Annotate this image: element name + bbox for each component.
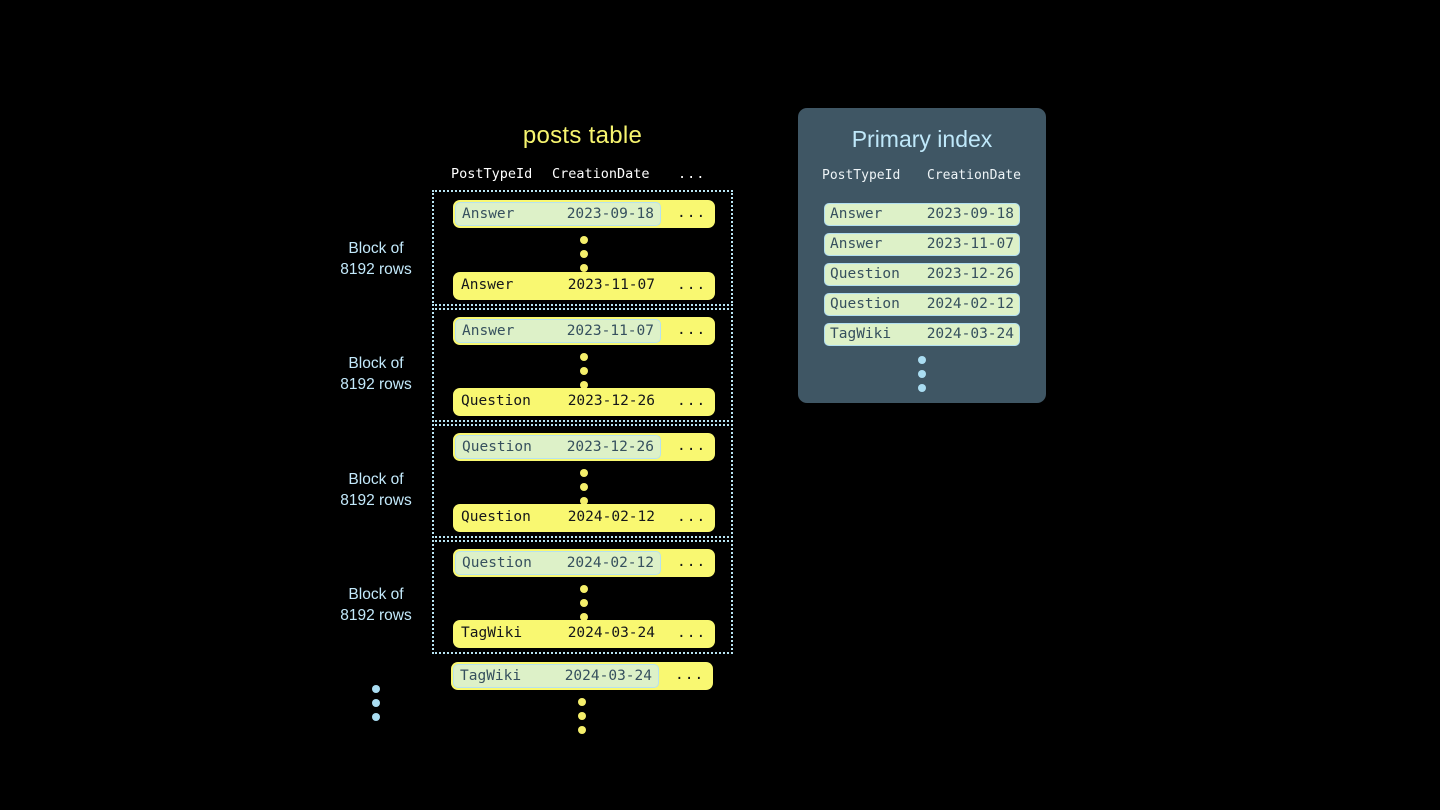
row-key-cells: Question 2023-12-26	[455, 390, 661, 414]
block-label-4: Block of 8192 rows	[316, 585, 436, 626]
cell-posttypeid: TagWiki	[461, 625, 523, 641]
table-row: Question 2023-12-26 ...	[453, 433, 715, 461]
index-entry: Answer 2023-09-18	[824, 203, 1020, 226]
cell-more: ...	[675, 667, 705, 683]
row-key-cells: Answer 2023-11-07	[455, 274, 661, 298]
column-header-creationdate: CreationDate	[552, 166, 650, 182]
cell-creationdate: 2023-12-26	[926, 266, 1014, 282]
cell-more: ...	[677, 322, 707, 338]
column-header-creationdate: CreationDate	[927, 168, 1021, 183]
cell-posttypeid: Answer	[462, 323, 515, 339]
block-label-line1: Block of	[348, 240, 404, 257]
cell-posttypeid: Question	[830, 296, 900, 312]
cell-creationdate: 2024-03-24	[926, 326, 1014, 342]
cell-posttypeid: Answer	[461, 277, 514, 293]
cell-posttypeid: Question	[830, 266, 900, 282]
cell-posttypeid: Question	[461, 393, 531, 409]
cell-creationdate: 2023-11-07	[567, 277, 655, 293]
cell-creationdate: 2024-03-24	[567, 625, 655, 641]
table-row: Question 2023-12-26 ...	[453, 388, 715, 416]
table-row: Answer 2023-09-18 ...	[453, 200, 715, 228]
cell-creationdate: 2024-02-12	[926, 296, 1014, 312]
row-ellipsis-dots	[577, 469, 591, 505]
block-1: Answer 2023-09-18 ... Answer 2023-11-07 …	[432, 190, 733, 306]
cell-more: ...	[677, 438, 707, 454]
cell-more: ...	[677, 393, 707, 409]
primary-index-title: Primary index	[851, 126, 993, 152]
cell-posttypeid: TagWiki	[830, 326, 892, 342]
cell-creationdate: 2024-03-24	[564, 668, 652, 684]
row-ellipsis-dots	[577, 353, 591, 389]
cell-posttypeid: TagWiki	[460, 668, 522, 684]
cell-creationdate: 2023-09-18	[926, 206, 1014, 222]
cell-creationdate: 2024-02-12	[567, 509, 655, 525]
cell-more: ...	[677, 277, 707, 293]
cell-posttypeid: Answer	[462, 206, 515, 222]
cell-creationdate: 2023-12-26	[566, 439, 654, 455]
blocks-ellipsis-dots	[369, 685, 383, 721]
table-ellipsis-dots	[575, 698, 589, 734]
block-label-line1: Block of	[348, 355, 404, 372]
block-3: Question 2023-12-26 ... Question 2024-02…	[432, 424, 733, 538]
cell-posttypeid: Question	[461, 509, 531, 525]
index-entry: Answer 2023-11-07	[824, 233, 1020, 256]
cell-more: ...	[677, 509, 707, 525]
primary-index-column-headers: PostTypeId CreationDate	[822, 168, 1022, 188]
cell-posttypeid: Question	[462, 439, 532, 455]
table-row: Answer 2023-11-07 ...	[453, 272, 715, 300]
primary-index-panel: Primary index PostTypeId CreationDate An…	[798, 108, 1046, 403]
block-label-2: Block of 8192 rows	[316, 354, 436, 395]
block-label-line2: 8192 rows	[340, 491, 412, 509]
cell-creationdate: 2023-11-07	[566, 323, 654, 339]
table-row: TagWiki 2024-03-24 ...	[453, 620, 715, 648]
posts-table-column-headers: PostTypeId CreationDate ...	[451, 166, 713, 186]
block-label-3: Block of 8192 rows	[316, 470, 436, 511]
block-label-line1: Block of	[348, 471, 404, 488]
posts-table-title: posts table	[522, 122, 643, 149]
index-entry: Question 2023-12-26	[824, 263, 1020, 286]
row-ellipsis-dots	[577, 236, 591, 272]
block-label-1: Block of 8192 rows	[316, 239, 436, 280]
row-highlight-key: TagWiki 2024-03-24	[453, 664, 659, 688]
block-label-line2: 8192 rows	[340, 260, 412, 278]
cell-posttypeid: Question	[462, 555, 532, 571]
index-ellipsis-dots	[915, 356, 929, 392]
index-entry: TagWiki 2024-03-24	[824, 323, 1020, 346]
row-highlight-key: Answer 2023-11-07	[455, 319, 661, 343]
cell-more: ...	[677, 205, 707, 221]
column-header-posttypeid: PostTypeId	[451, 166, 533, 182]
cell-more: ...	[677, 554, 707, 570]
block-label-line2: 8192 rows	[340, 606, 412, 624]
block-4: Question 2024-02-12 ... TagWiki 2024-03-…	[432, 540, 733, 654]
table-row: Answer 2023-11-07 ...	[453, 317, 715, 345]
column-header-posttypeid: PostTypeId	[822, 168, 901, 183]
table-row: Question 2024-02-12 ...	[453, 549, 715, 577]
row-key-cells: Question 2024-02-12	[455, 506, 661, 530]
cell-posttypeid: Answer	[830, 206, 883, 222]
row-ellipsis-dots	[577, 585, 591, 621]
table-row-trailing: TagWiki 2024-03-24 ...	[451, 662, 713, 690]
cell-creationdate: 2023-09-18	[566, 206, 654, 222]
block-label-line2: 8192 rows	[340, 375, 412, 393]
cell-creationdate: 2023-11-07	[926, 236, 1014, 252]
column-header-more: ...	[678, 166, 706, 182]
block-label-line1: Block of	[348, 586, 404, 603]
row-highlight-key: Answer 2023-09-18	[455, 202, 661, 226]
cell-creationdate: 2023-12-26	[567, 393, 655, 409]
table-row: Question 2024-02-12 ...	[453, 504, 715, 532]
cell-posttypeid: Answer	[830, 236, 883, 252]
row-key-cells: TagWiki 2024-03-24	[455, 622, 661, 646]
row-highlight-key: Question 2024-02-12	[455, 551, 661, 575]
row-highlight-key: Question 2023-12-26	[455, 435, 661, 459]
index-entry: Question 2024-02-12	[824, 293, 1020, 316]
cell-more: ...	[677, 625, 707, 641]
block-2: Answer 2023-11-07 ... Question 2023-12-2…	[432, 308, 733, 422]
cell-creationdate: 2024-02-12	[566, 555, 654, 571]
